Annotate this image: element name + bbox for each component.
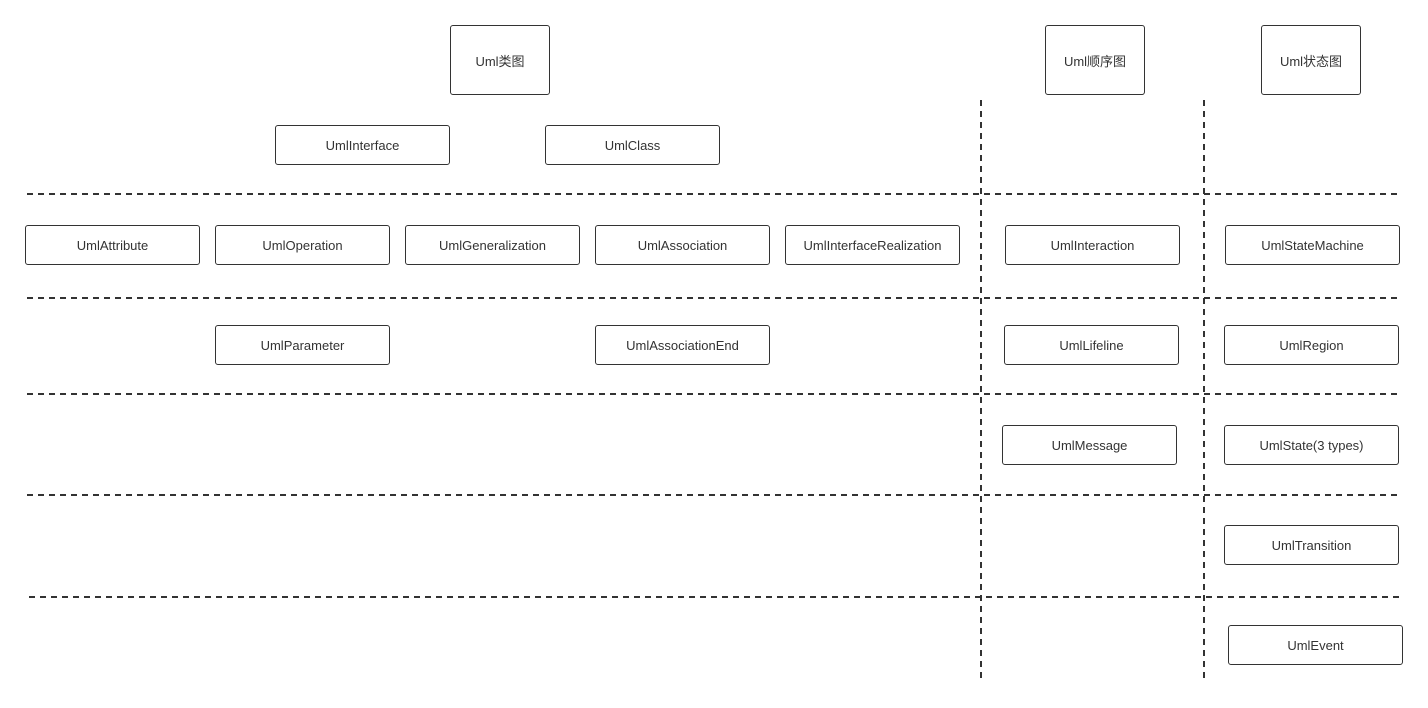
class-diagram-header[interactable]: Uml类图 (450, 25, 550, 95)
uml-operation-label: UmlOperation (262, 237, 343, 253)
uml-interaction-node[interactable]: UmlInteraction (1005, 225, 1180, 265)
state-diagram-header-label: Uml状态图 (1279, 53, 1343, 69)
uml-class-node[interactable]: UmlClass (545, 125, 720, 165)
uml-generalization-node[interactable]: UmlGeneralization (405, 225, 580, 265)
uml-parameter-label: UmlParameter (260, 337, 345, 353)
uml-state-node[interactable]: UmlState(3 types) (1224, 425, 1399, 465)
uml-transition-node[interactable]: UmlTransition (1224, 525, 1399, 565)
state-diagram-header[interactable]: Uml状态图 (1261, 25, 1361, 95)
uml-event-node[interactable]: UmlEvent (1228, 625, 1403, 665)
uml-state-machine-label: UmlStateMachine (1261, 237, 1364, 253)
uml-association-node[interactable]: UmlAssociation (595, 225, 770, 265)
uml-state-machine-node[interactable]: UmlStateMachine (1225, 225, 1400, 265)
uml-association-end-node[interactable]: UmlAssociationEnd (595, 325, 770, 365)
uml-transition-label: UmlTransition (1271, 537, 1352, 553)
uml-message-label: UmlMessage (1051, 437, 1128, 453)
class-diagram-header-label: Uml类图 (475, 53, 525, 69)
uml-interface-realization-node[interactable]: UmlInterfaceRealization (785, 225, 960, 265)
uml-operation-node[interactable]: UmlOperation (215, 225, 390, 265)
uml-message-node[interactable]: UmlMessage (1002, 425, 1177, 465)
uml-class-label: UmlClass (604, 137, 661, 153)
uml-region-node[interactable]: UmlRegion (1224, 325, 1399, 365)
uml-interface-label: UmlInterface (325, 137, 400, 153)
uml-attribute-label: UmlAttribute (76, 237, 149, 253)
sequence-diagram-header-label: Uml顺序图 (1063, 53, 1127, 69)
uml-interface-realization-label: UmlInterfaceRealization (803, 237, 942, 253)
uml-event-label: UmlEvent (1287, 637, 1344, 653)
uml-interaction-label: UmlInteraction (1050, 237, 1135, 253)
uml-association-label: UmlAssociation (637, 237, 728, 253)
uml-attribute-node[interactable]: UmlAttribute (25, 225, 200, 265)
uml-generalization-label: UmlGeneralization (439, 237, 546, 253)
uml-interface-node[interactable]: UmlInterface (275, 125, 450, 165)
uml-parameter-node[interactable]: UmlParameter (215, 325, 390, 365)
uml-lifeline-node[interactable]: UmlLifeline (1004, 325, 1179, 365)
uml-lifeline-label: UmlLifeline (1059, 337, 1124, 353)
uml-state-label: UmlState(3 types) (1259, 437, 1364, 453)
uml-region-label: UmlRegion (1279, 337, 1344, 353)
sequence-diagram-header[interactable]: Uml顺序图 (1045, 25, 1145, 95)
uml-association-end-label: UmlAssociationEnd (626, 337, 739, 353)
